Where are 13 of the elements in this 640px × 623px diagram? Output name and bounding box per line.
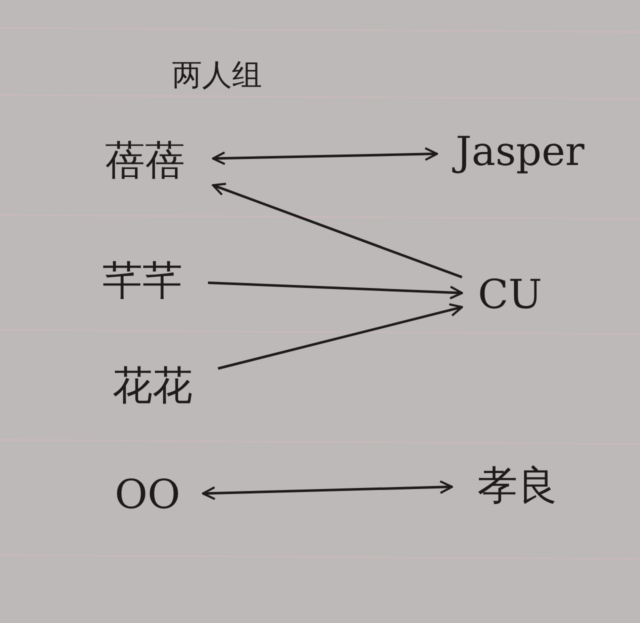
node-label: CU xyxy=(470,270,550,320)
node-label: 芊芊 xyxy=(85,255,200,305)
arrow xyxy=(212,182,462,278)
title: 两人组 xyxy=(172,57,262,95)
node-label: OO xyxy=(100,470,195,520)
node-label: Jasper xyxy=(445,128,595,176)
node-label: 孝良 xyxy=(460,460,575,510)
node-label: 蓓蓓 xyxy=(85,135,205,185)
node-label: 花花 xyxy=(95,360,210,410)
arrow xyxy=(212,147,438,166)
arrow xyxy=(202,480,454,500)
arrow xyxy=(208,281,464,300)
arrow xyxy=(218,303,464,370)
